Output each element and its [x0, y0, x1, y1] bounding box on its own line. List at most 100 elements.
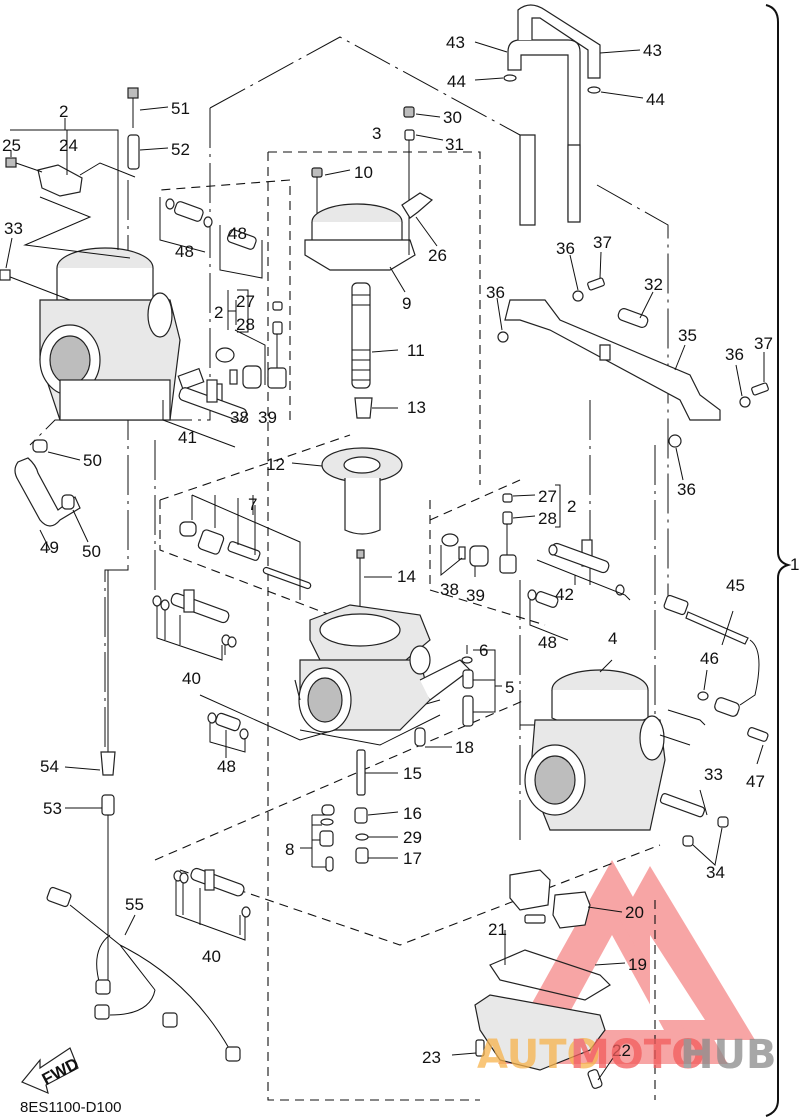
callout-26: 26 [428, 246, 447, 265]
callout-6: 6 [479, 641, 488, 660]
watermark-triangle-right-cut [650, 935, 705, 1020]
callout-labels: 2 24 25 51 52 33 48 48 2 27 28 38 39 41 … [2, 33, 773, 1067]
choke-parts-left [215, 289, 287, 389]
callout-40: 40 [202, 947, 221, 966]
callout-44: 44 [646, 90, 665, 109]
callout-27: 27 [236, 292, 255, 311]
callout-55: 55 [125, 895, 144, 914]
callout-18: 18 [455, 738, 474, 757]
callout-37: 37 [754, 334, 773, 353]
choke-parts-right [440, 484, 631, 641]
callout-53: 53 [43, 799, 62, 818]
callout-2: 2 [567, 497, 576, 516]
callout-25: 25 [2, 136, 21, 155]
callout-39: 39 [258, 408, 277, 427]
callout-2: 2 [59, 102, 68, 121]
callout-51: 51 [171, 99, 190, 118]
callout-24: 24 [59, 136, 78, 155]
callout-52: 52 [171, 140, 190, 159]
callout-46: 46 [700, 649, 719, 668]
callout-21: 21 [488, 920, 507, 939]
callout-27: 27 [538, 487, 557, 506]
callout-36: 36 [486, 283, 505, 302]
watermark-triangle-inner-cut [560, 935, 664, 1030]
callout-36: 36 [725, 345, 744, 364]
callout-3: 3 [372, 124, 381, 143]
callout-33: 33 [4, 219, 23, 238]
sensor-harness-parts: FWD [21, 570, 241, 1095]
callout-34: 34 [706, 863, 725, 882]
callout-15: 15 [403, 764, 422, 783]
forward-arrow-icon: FWD [21, 1047, 82, 1095]
choke-lever-assembly [496, 251, 769, 481]
callout-41: 41 [178, 428, 197, 447]
fuel-joint-48c [207, 712, 249, 758]
callout-36: 36 [556, 239, 575, 258]
callout-20: 20 [625, 903, 644, 922]
callout-54: 54 [40, 757, 59, 776]
watermark-auto: AUTO [477, 1032, 601, 1078]
callout-12: 12 [266, 455, 285, 474]
callout-48: 48 [538, 633, 557, 652]
callout-28: 28 [538, 509, 557, 528]
watermark-moto: MOTO [570, 1032, 705, 1078]
callout-43: 43 [446, 33, 465, 52]
callout-7: 7 [248, 495, 257, 514]
callout-8: 8 [285, 840, 294, 859]
callout-4: 4 [608, 629, 617, 648]
callout-43: 43 [643, 41, 662, 60]
float-bowl-parts [451, 869, 626, 1089]
callout-13: 13 [407, 398, 426, 417]
callout-1: 1 [790, 555, 799, 574]
callout-37: 37 [593, 233, 612, 252]
throttle-sensor-parts [659, 594, 769, 765]
assembly-outline-lines [29, 36, 669, 1101]
callout-48: 48 [217, 757, 236, 776]
carburetor-center [294, 549, 471, 746]
callout-28: 28 [236, 315, 255, 334]
callout-48: 48 [228, 224, 247, 243]
carb-top-cover-parts [304, 106, 444, 293]
callout-50: 50 [83, 451, 102, 470]
callout-36: 36 [677, 480, 696, 499]
fuel-joint-left [159, 197, 263, 448]
callout-29: 29 [403, 828, 422, 847]
callout-23: 23 [422, 1048, 441, 1067]
callout-30: 30 [443, 108, 462, 127]
fuel-joint-40a [152, 589, 237, 661]
callout-31: 31 [445, 135, 464, 154]
callout-33: 33 [704, 765, 723, 784]
callout-40: 40 [182, 669, 201, 688]
callout-49: 49 [40, 538, 59, 557]
callout-38: 38 [230, 408, 249, 427]
callout-14: 14 [397, 567, 416, 586]
callout-5: 5 [505, 678, 514, 697]
callout-leaders-top-left [5, 106, 169, 269]
callout-11: 11 [407, 341, 425, 360]
callout-19: 19 [628, 955, 647, 974]
callout-17: 17 [403, 849, 422, 868]
vent-hoses [474, 4, 644, 226]
watermark-hub: HUB [680, 1032, 776, 1078]
callout-2: 2 [214, 303, 223, 322]
callout-10: 10 [354, 163, 373, 182]
group-bracket-1: 1 [765, 4, 799, 1117]
callout-44: 44 [447, 72, 466, 91]
callout-50: 50 [82, 542, 101, 561]
callout-9: 9 [402, 294, 411, 313]
diagram-code: 8ES1100-D100 [20, 1099, 121, 1116]
callout-48: 48 [175, 242, 194, 261]
callout-42: 42 [555, 585, 574, 604]
callout-45: 45 [726, 576, 745, 595]
watermark-text: AUTO MOTO HUB [477, 1032, 776, 1078]
hose-49 [14, 439, 89, 551]
carburetor-left [0, 247, 223, 421]
throttle-stop-parts [5, 87, 140, 259]
callout-39: 39 [466, 586, 485, 605]
jet-parts [300, 727, 452, 872]
callout-38: 38 [440, 580, 459, 599]
fuel-joint-40b [173, 867, 251, 941]
callout-35: 35 [678, 326, 697, 345]
callout-32: 32 [644, 275, 663, 294]
